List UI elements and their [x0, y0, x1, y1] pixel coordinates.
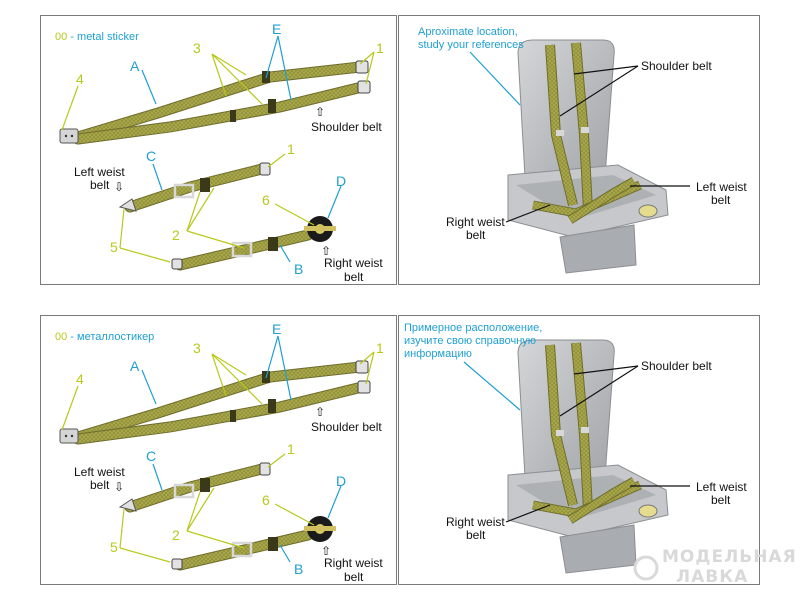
top-callouts: [61, 51, 375, 263]
bottom-num-3: 3: [193, 340, 201, 356]
bottom-callouts-blue: [141, 335, 342, 563]
bottom-let-D: D: [336, 473, 346, 489]
top-num-1a: 1: [376, 40, 384, 56]
top-num-5: 5: [110, 239, 118, 255]
bottom-left-weist-l2: belt: [90, 478, 110, 492]
top-seat-right-l2: belt: [466, 228, 486, 242]
bottom-seat-leaders: [505, 365, 690, 523]
top-shoulder-arrow: ⇧: [315, 105, 325, 119]
top-note-line1: Aproximate location,: [418, 26, 518, 38]
bottom-callouts: [61, 351, 375, 563]
top-note-line2: study your references: [418, 39, 524, 51]
bottom-let-E: E: [272, 321, 281, 337]
bottom-legend-text: - металлостикер: [67, 331, 154, 343]
top-num-1b: 1: [287, 141, 295, 157]
bottom-right-weist-l2: belt: [344, 570, 364, 584]
top-seat-leaders: [505, 65, 690, 223]
bottom-shoulder-arrow: ⇧: [315, 405, 325, 419]
bottom-note-line1: Примерное расположение,: [404, 322, 542, 334]
bottom-legend: 00 - металлостикер: [55, 331, 154, 343]
top-seat-left-l2: belt: [711, 193, 731, 207]
watermark: МОДЕЛЬНАЯ ЛАВКА: [633, 547, 797, 587]
top-note-leader: [469, 51, 521, 106]
top-seat-left-l1: Left weist: [696, 180, 747, 194]
top-let-D: D: [336, 173, 346, 189]
bottom-seat-shoulder: Shoulder belt: [641, 359, 712, 373]
bottom-let-A: A: [130, 358, 140, 374]
top-left-weist-l1: Left weist: [74, 165, 125, 179]
top-let-B: B: [294, 261, 303, 277]
top-num-2: 2: [172, 227, 180, 243]
top-let-E: E: [272, 21, 281, 37]
bottom-seat-left-l2: belt: [711, 493, 731, 507]
top-legend-text: - metal sticker: [67, 31, 139, 43]
bottom-let-B: B: [294, 561, 303, 577]
top-let-C: C: [146, 148, 156, 164]
top-let-A: A: [130, 58, 140, 74]
top-left-weist-arrow: ⇩: [114, 180, 124, 194]
top-legend-code: 00: [55, 31, 67, 43]
watermark-line1: МОДЕЛЬНАЯ: [662, 547, 797, 567]
bottom-num-1b: 1: [287, 441, 295, 457]
top-shoulder-label: Shoulder belt: [311, 120, 382, 134]
watermark-line2: ЛАВКА: [676, 567, 748, 587]
bottom-legend-code: 00: [55, 331, 67, 343]
bottom-note-line3: информацию: [404, 348, 472, 360]
bottom-note-leader: [463, 361, 521, 411]
bottom-num-2: 2: [172, 527, 180, 543]
top-right-weist-l2: belt: [344, 270, 364, 284]
bottom-seat-right-l2: belt: [466, 528, 486, 542]
top-right-weist-l1: Right weist: [324, 256, 383, 270]
bottom-shoulder-label: Shoulder belt: [311, 420, 382, 434]
bottom-num-1a: 1: [376, 340, 384, 356]
bottom-seat: [508, 340, 668, 573]
bottom-num-4: 4: [76, 371, 84, 387]
top-legend: 00 - metal sticker: [55, 31, 139, 43]
bottom-right-weist-l1: Right weist: [324, 556, 383, 570]
top-callouts-blue: [141, 35, 342, 263]
top-num-4: 4: [76, 71, 84, 87]
top-right-weist-arrow: ⇧: [321, 244, 331, 258]
bottom-num-6: 6: [262, 492, 270, 508]
bottom-let-C: C: [146, 448, 156, 464]
bottom-seat-left-l1: Left weist: [696, 480, 747, 494]
top-left-weist-l2: belt: [90, 178, 110, 192]
top-seat: [508, 40, 668, 273]
bottom-left-weist-l1: Left weist: [74, 465, 125, 479]
bottom-seat-right-l1: Right weist: [446, 515, 505, 529]
top-seat-shoulder: Shoulder belt: [641, 59, 712, 73]
bottom-left-weist-arrow: ⇩: [114, 480, 124, 494]
bottom-right-weist-arrow: ⇧: [321, 544, 331, 558]
bottom-note-line2: изучите свою справочную: [404, 335, 536, 347]
top-seat-right-l1: Right weist: [446, 215, 505, 229]
top-num-6: 6: [262, 192, 270, 208]
bottom-num-5: 5: [110, 539, 118, 555]
top-num-3: 3: [193, 40, 201, 56]
